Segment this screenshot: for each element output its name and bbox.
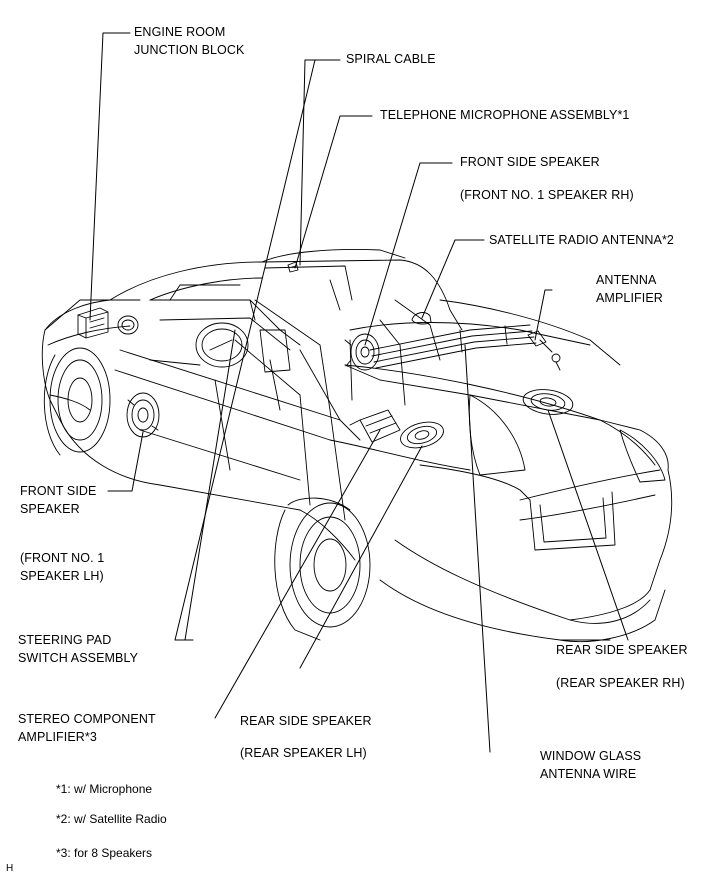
window-glass-antenna-wire-label: WINDOW GLASS ANTENNA WIRE <box>540 749 642 781</box>
engine-room-junction-block <box>77 307 139 339</box>
rear-side-speaker-rh-label: REAR SIDE SPEAKER <box>556 643 688 657</box>
rear-side-speaker-rh-sublabel: (REAR SPEAKER RH) <box>556 676 685 690</box>
leader-lines <box>89 32 629 753</box>
antenna-amplifier-part <box>527 330 561 371</box>
antenna-amplifier-label: ANTENNA AMPLIFIER <box>596 273 663 305</box>
stereo-component-amplifier-label: STEREO COMPONENT AMPLIFIER*3 <box>18 712 156 744</box>
satellite-radio-antenna-label: SATELLITE RADIO ANTENNA*2 <box>489 233 674 247</box>
window-glass-antenna-grid <box>369 324 537 369</box>
rear-side-speaker-lh-label: REAR SIDE SPEAKER <box>240 714 372 728</box>
telephone-microphone-label: TELEPHONE MICROPHONE ASSEMBLY*1 <box>380 108 630 122</box>
engine-room-junction-block-label: ENGINE ROOM JUNCTION BLOCK <box>134 25 245 57</box>
rear-side-speaker-lh-sublabel: (REAR SPEAKER LH) <box>240 746 367 760</box>
car-body-outline <box>41 249 673 642</box>
interior <box>149 279 441 411</box>
front-speaker-rh-part <box>344 333 380 371</box>
front-side-speaker-rh-sublabel: (FRONT NO. 1 SPEAKER RH) <box>460 188 634 202</box>
spiral-cable-label: SPIRAL CABLE <box>346 52 436 66</box>
front-side-speaker-lh-label: FRONT SIDE SPEAKER <box>20 484 97 516</box>
steering-pad-switch-label: STEERING PAD SWITCH ASSEMBLY <box>18 633 139 665</box>
footnote-3: *3: for 8 Speakers <box>56 846 153 860</box>
front-side-speaker-rh-label: FRONT SIDE SPEAKER <box>460 155 600 169</box>
front-speaker-lh-part <box>126 392 160 438</box>
corner-mark: H <box>6 863 14 874</box>
rear-speaker-lh-part <box>400 421 444 449</box>
stereo-component-amplifier-part <box>349 409 401 443</box>
footnote-1: *1: w/ Microphone <box>56 782 153 796</box>
front-side-speaker-lh-sublabel: (FRONT NO. 1 SPEAKER LH) <box>20 551 105 583</box>
satellite-radio-antenna-part <box>411 312 432 325</box>
rear-speaker-rh-part <box>522 389 574 415</box>
footnote-2: *2: w/ Satellite Radio <box>56 812 167 826</box>
